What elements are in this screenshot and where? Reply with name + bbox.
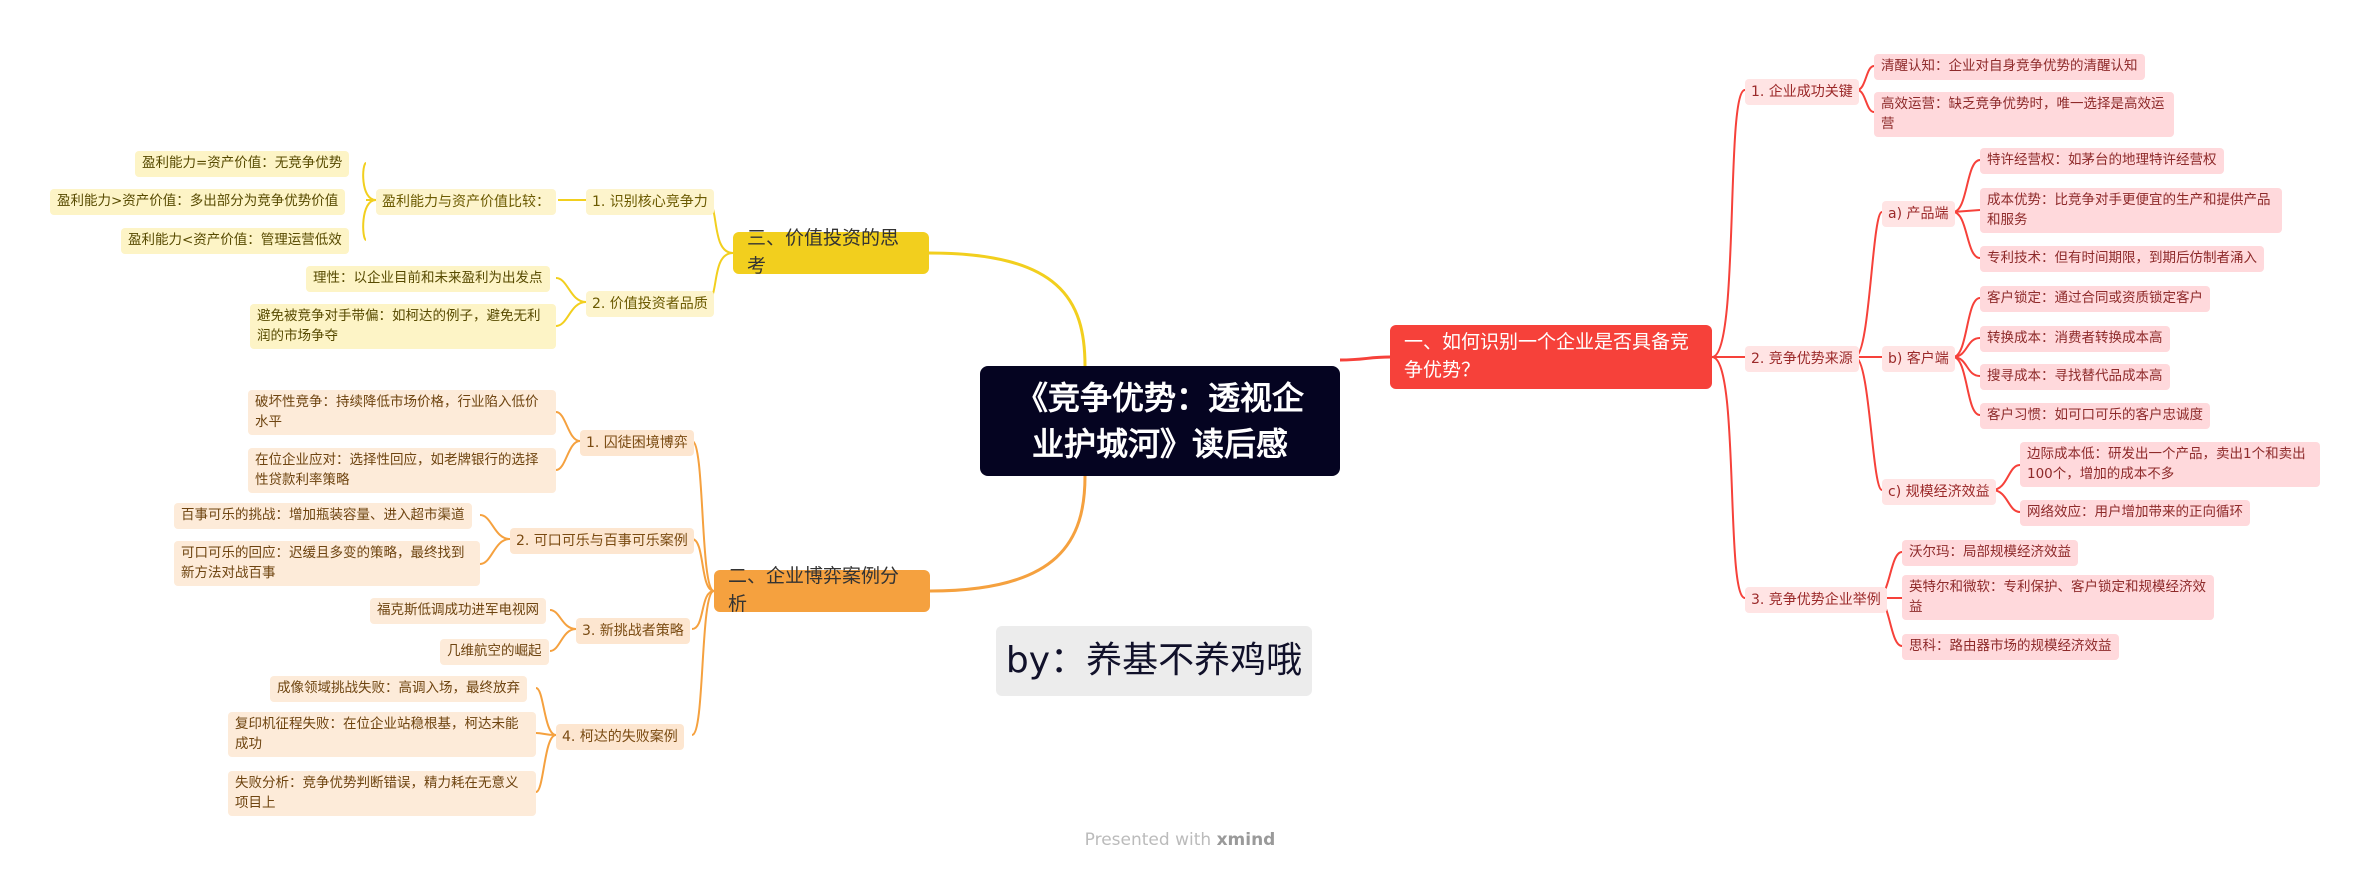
xmind-brand: xmind [1216, 830, 1276, 850]
leaf-product-2[interactable]: 成本优势：比竞争对手更便宜的生产和提供产品和服务 [1980, 188, 2282, 234]
leaf-product-1[interactable]: 特许经营权：如茅台的地理特许经营权 [1980, 148, 2224, 174]
leaf-example-2[interactable]: 英特尔和微软：专利保护、客户锁定和规模经济效益 [1902, 575, 2214, 621]
subtopic-coke-vs-pepsi[interactable]: 2. 可口可乐与百事可乐案例 [510, 528, 694, 555]
subtopic-success-keys[interactable]: 1. 企业成功关键 [1745, 79, 1859, 106]
subtopic-customer-side[interactable]: b) 客户端 [1882, 346, 1955, 373]
leaf-scale-2[interactable]: 网络效应：用户增加带来的正向循环 [2020, 500, 2250, 526]
leaf-prisoner-2[interactable]: 在位企业应对：选择性回应，如老牌银行的选择性贷款利率策略 [248, 448, 556, 494]
subtopic-prisoners-dilemma[interactable]: 1. 囚徒困境博弈 [580, 430, 694, 457]
footer-text: Presented with [1084, 830, 1212, 850]
leaf-customer-4[interactable]: 客户习惯：如可口可乐的客户忠诚度 [1980, 403, 2210, 429]
subtopic-scale-economy[interactable]: c) 规模经济效益 [1882, 479, 1996, 506]
presented-with-footer: Presented with xmind [1040, 828, 1320, 853]
leaf-quality-2[interactable]: 避免被竞争对手带偏：如柯达的例子，避免无利润的市场争夺 [250, 304, 556, 350]
leaf-example-1[interactable]: 沃尔玛：局部规模经济效益 [1902, 540, 2078, 566]
leaf-customer-3[interactable]: 搜寻成本：寻找替代品成本高 [1980, 364, 2170, 390]
subtopic-investor-quality[interactable]: 2. 价值投资者品质 [586, 291, 714, 318]
leaf-cola-2[interactable]: 可口可乐的回应：迟缓且多变的策略，最终找到新方法对战百事 [174, 541, 480, 587]
leaf-product-3[interactable]: 专利技术：但有时间期限，到期后仿制者涌入 [1980, 246, 2264, 272]
leaf-kodak-1[interactable]: 成像领域挑战失败：高调入场，最终放弃 [270, 676, 527, 702]
leaf-customer-1[interactable]: 客户锁定：通过合同或资质锁定客户 [1980, 286, 2210, 312]
subtopic-kodak-failure[interactable]: 4. 柯达的失败案例 [556, 724, 684, 751]
leaf-success-1[interactable]: 清醒认知：企业对自身竞争优势的清醒认知 [1874, 54, 2145, 80]
subtopic-product-side[interactable]: a) 产品端 [1882, 201, 1955, 228]
leaf-example-3[interactable]: 思科：路由器市场的规模经济效益 [1902, 634, 2119, 660]
main-topic-value-investing[interactable]: 三、价值投资的思考 [733, 227, 929, 277]
central-topic[interactable]: 《竞争优势：透视企业护城河》读后感 [980, 366, 1340, 476]
leaf-quality-1[interactable]: 理性：以企业目前和未来盈利为出发点 [306, 266, 550, 292]
byline: by：养基不养鸡哦 [996, 626, 1312, 696]
leaf-kodak-3[interactable]: 失败分析：竞争优势判断错误，精力耗在无意义项目上 [228, 771, 536, 817]
leaf-prisoner-1[interactable]: 破坏性竞争：持续降低市场价格，行业陷入低价水平 [248, 390, 556, 436]
subtopic-new-challengers[interactable]: 3. 新挑战者策略 [576, 618, 690, 645]
subtopic-profit-vs-asset[interactable]: 盈利能力与资产价值比较： [376, 189, 556, 216]
subtopic-sources[interactable]: 2. 竞争优势来源 [1745, 346, 1859, 373]
leaf-kodak-2[interactable]: 复印机征程失败：在位企业站稳根基，柯达未能成功 [228, 712, 536, 758]
leaf-newcomer-1[interactable]: 福克斯低调成功进军电视网 [370, 598, 546, 624]
leaf-cola-1[interactable]: 百事可乐的挑战：增加瓶装容量、进入超市渠道 [174, 503, 472, 529]
leaf-compare-2[interactable]: 盈利能力>资产价值：多出部分为竞争优势价值 [50, 189, 346, 215]
leaf-customer-2[interactable]: 转换成本：消费者转换成本高 [1980, 326, 2170, 352]
subtopic-core-competence[interactable]: 1. 识别核心竞争力 [586, 189, 714, 216]
subtopic-examples[interactable]: 3. 竞争优势企业举例 [1745, 587, 1887, 614]
leaf-compare-3[interactable]: 盈利能力<资产价值：管理运营低效 [121, 228, 349, 254]
leaf-newcomer-2[interactable]: 几维航空的崛起 [440, 639, 549, 665]
main-topic-game-cases[interactable]: 二、企业博弈案例分析 [714, 565, 930, 615]
leaf-success-2[interactable]: 高效运营：缺乏竞争优势时，唯一选择是高效运营 [1874, 92, 2174, 138]
leaf-compare-1[interactable]: 盈利能力=资产价值：无竞争优势 [135, 151, 350, 177]
leaf-scale-1[interactable]: 边际成本低：研发出一个产品，卖出1个和卖出100个，增加的成本不多 [2020, 442, 2320, 488]
main-topic-identify[interactable]: 一、如何识别一个企业是否具备竞争优势？ [1390, 325, 1712, 389]
